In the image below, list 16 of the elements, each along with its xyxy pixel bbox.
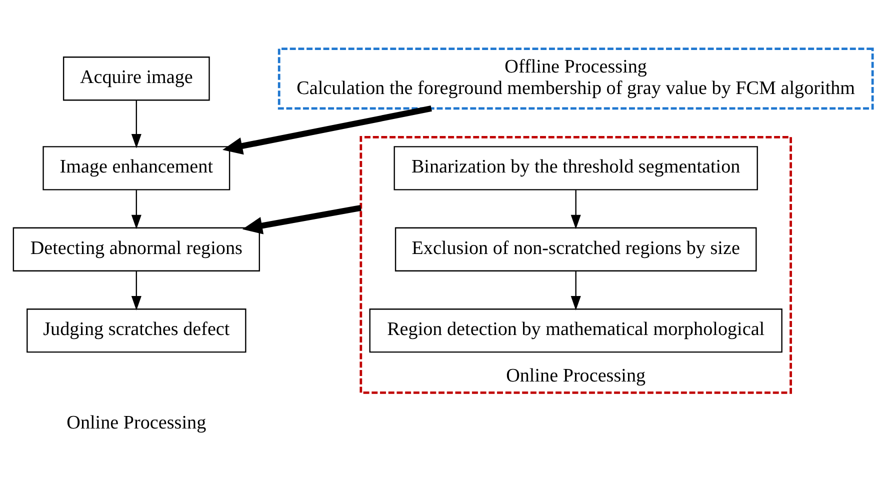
node-box: Detecting abnormal regions: [12, 226, 260, 271]
label: Online Processing: [66, 412, 206, 433]
arrow: [131, 190, 142, 229]
arrow: [131, 100, 142, 148]
node-box: Exclusion of non-scratched regions by size: [394, 226, 757, 271]
node-box: Region detection by mathematical morphological: [369, 308, 782, 352]
node-box: Binarization by the threshold segmentation: [394, 146, 758, 190]
arrow: [131, 270, 142, 310]
node-box: Judging scratches defect: [26, 308, 246, 352]
arrow: [222, 105, 432, 154]
arrow: [242, 204, 362, 234]
arrow: [570, 190, 581, 229]
node-box: Image enhancement: [42, 146, 230, 190]
arrow: [570, 270, 581, 310]
node-box: Acquire image: [62, 56, 210, 100]
node-box: Offline Processing Calculation the foreground membership of gray value by FCM algorithm: [278, 47, 874, 110]
